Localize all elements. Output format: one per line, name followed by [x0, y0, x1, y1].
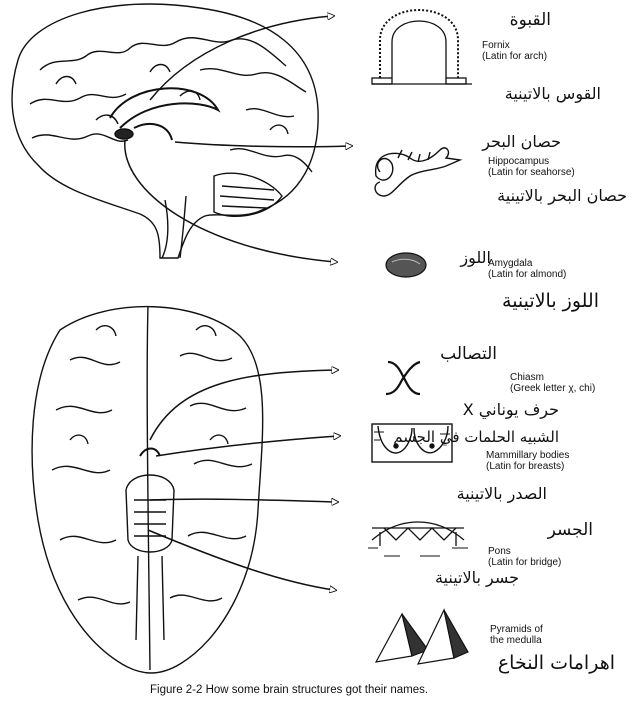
fornix-arabic-desc: القوس بالاتينية [505, 84, 601, 103]
mammillary-arabic-desc: الصدر بالاتينية [457, 484, 547, 503]
brain-sagittal-drawing [12, 4, 318, 258]
mammillary-label: Mammillary bodies (Latin for breasts) [486, 450, 569, 472]
hippocampus-arabic-desc: حصان البحر بالاتينية [497, 186, 627, 205]
fornix-arabic-name: القبوة [510, 10, 551, 30]
pons-arabic-desc: جسر بالاتينية [435, 568, 519, 587]
pyramids-term: Pyramids of [490, 624, 543, 635]
hippocampus-arabic-name: حصان البحر [482, 132, 561, 151]
pons-arabic-name: الجسر [548, 520, 593, 540]
chiasm-desc: (Greek letter χ, chi) [510, 383, 595, 394]
pyramids-arabic-desc: اهرامات النخاع [498, 652, 615, 674]
chi-letter-icon [386, 362, 420, 394]
almond-icon [386, 253, 426, 277]
hippocampus-desc: (Latin for seahorse) [488, 167, 575, 178]
pons-label: Pons (Latin for bridge) [488, 546, 561, 568]
mammillary-term: Mammillary bodies [486, 450, 569, 461]
figure-caption: Figure 2-2 How some brain structures got… [150, 684, 428, 696]
chiasm-arabic-desc: حرف يوناني X [463, 400, 559, 419]
amygdala-label: Amygdala (Latin for almond) [488, 258, 566, 280]
amygdala-arabic-name: اللوز [460, 248, 491, 267]
pyramids-icon [376, 610, 468, 664]
pyramids-label: Pyramids of the medulla [490, 624, 543, 646]
hippocampus-term: Hippocampus [488, 156, 575, 167]
chiasm-arabic-name: التصالب [440, 344, 497, 364]
fornix-desc: (Latin for arch) [482, 51, 547, 62]
bridge-icon [368, 522, 468, 556]
pyramids-desc: the medulla [490, 635, 543, 646]
hippocampus-label: Hippocampus (Latin for seahorse) [488, 156, 575, 178]
brain-ventral-drawing [32, 306, 263, 673]
chiasm-label: Chiasm (Greek letter χ, chi) [510, 372, 595, 394]
arch-icon [372, 10, 472, 84]
amygdala-arabic-desc: اللوز بالاتينية [502, 290, 599, 312]
pons-desc: (Latin for bridge) [488, 557, 561, 568]
fornix-label: Fornix (Latin for arch) [482, 40, 547, 62]
amygdala-term: Amygdala [488, 258, 566, 269]
chiasm-term: Chiasm [510, 372, 595, 383]
bottom-arrows [148, 370, 338, 590]
pons-term: Pons [488, 546, 561, 557]
mammillary-desc: (Latin for breasts) [486, 461, 569, 472]
fornix-term: Fornix [482, 40, 547, 51]
seahorse-icon [375, 148, 460, 196]
mammillary-arabic-name: الشبيه الحلمات في الجسم [393, 428, 559, 446]
amygdala-desc: (Latin for almond) [488, 269, 566, 280]
